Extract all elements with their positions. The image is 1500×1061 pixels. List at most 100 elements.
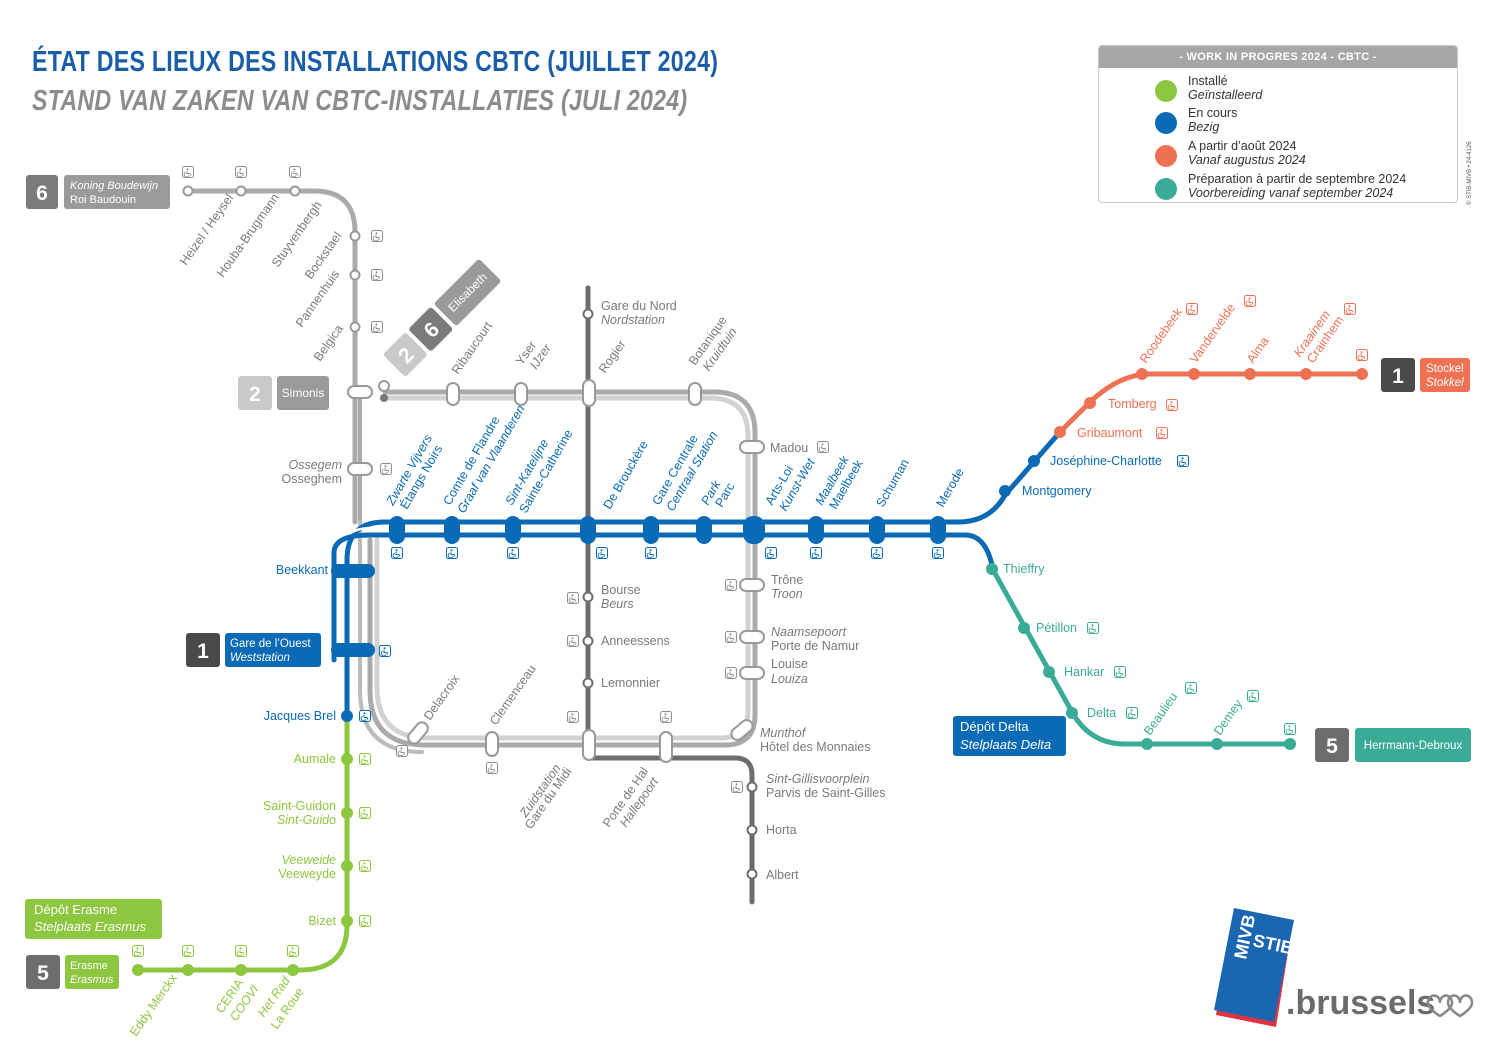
station-label: Hankar [1064, 665, 1104, 679]
line-1-stockel-branch [1058, 371, 1362, 434]
terminus-line5-west: 5 Erasme Erasmus [26, 955, 119, 989]
station-label: Rogier [596, 338, 629, 376]
station-label: Albert [766, 868, 799, 882]
station-label: Jacques Brel [264, 709, 336, 723]
depot-name-fr: Dépôt Erasme [34, 902, 117, 917]
line-number: 1 [1392, 365, 1404, 388]
station-label: Montgomery [1022, 484, 1092, 498]
terminus-name-fr: Gare de l’Ouest [230, 638, 311, 650]
station-label: Merode [933, 466, 966, 510]
terminus-name-nl: Koning Boudewijn [70, 180, 158, 192]
depot-name-fr: Dépôt Delta [960, 719, 1029, 734]
wheelchair-icons-teal [1087, 622, 1296, 735]
station-label: Eddy Merckx [127, 971, 180, 1039]
terminus-line2-simonis: 2 Simonis [238, 376, 329, 410]
station-label: Anneessens [601, 634, 670, 648]
station-label: Bizet [308, 914, 336, 928]
legend-label-fr: Installé [1188, 74, 1228, 88]
station-label: Thieffry [1003, 562, 1045, 576]
legend-label-nl: Vanaf augustus 2024 [1188, 153, 1306, 167]
station-label: Madou [770, 441, 808, 455]
depot-delta: Dépôt Delta Stelplaats Delta [953, 716, 1066, 756]
terminus-name: Herrmann-Debroux [1364, 740, 1463, 752]
simonis-dark-marker [380, 394, 388, 402]
line-number: 1 [197, 640, 209, 663]
legend-label-fr: En cours [1188, 106, 1238, 120]
green-station-labels: Aumale Saint-Guidon Sint-Guido Veeweide … [127, 752, 337, 1039]
depot-erasme: Dépôt Erasme Stelplaats Erasmus [25, 899, 162, 939]
station-label: Demey [1211, 697, 1246, 738]
depot-name-nl: Stelplaats Delta [960, 737, 1051, 752]
station-label: Horta [766, 823, 797, 837]
teal-station-markers [986, 563, 1296, 750]
station-label: Parvis de Saint-Gilles [766, 786, 886, 800]
terminus-name-fr: Roi Baudouin [70, 194, 136, 206]
terminus-name: Simonis [282, 386, 325, 400]
orange-station-markers [1054, 368, 1368, 438]
logo-brussels: .brussels [1286, 984, 1435, 1022]
station-label: Roodebeek [1137, 305, 1186, 366]
terminus-line5-east: 5 Herrmann-Debroux [1315, 728, 1471, 762]
station-label: Beekkant [276, 563, 329, 577]
station-label: Ossegem [289, 458, 343, 472]
station-label: Veeweide [282, 853, 336, 867]
line-number: 5 [1326, 735, 1338, 758]
terminus-name-nl: Stokkel [1426, 377, 1464, 389]
legend-dot-from-august [1155, 145, 1177, 167]
station-label: Delta [1087, 706, 1116, 720]
station-label: Tomberg [1108, 397, 1157, 411]
station-label: Pannenhuis [293, 268, 342, 330]
station-label: Troon [771, 587, 803, 601]
heart-icon [1446, 994, 1474, 1018]
station-label: Trône [771, 573, 803, 587]
legend-label-nl: Voorbereiding vanaf september 2024 [1188, 186, 1394, 200]
station-label: Munthof [760, 726, 807, 740]
station-label: Aumale [294, 752, 336, 766]
station-label: Naamsepoort [771, 625, 847, 639]
lines-1-5-blue [331, 429, 1063, 719]
station-label: Joséphine-Charlotte [1050, 454, 1162, 468]
legend-dot-in-progress [1155, 112, 1177, 134]
station-label: Delacroix [421, 671, 463, 722]
legend-dot-installed [1155, 80, 1177, 102]
station-label: Nordstation [601, 313, 665, 327]
grey-station-markers [182, 185, 765, 763]
dark-grey-station-markers [582, 308, 758, 880]
terminus-line2-6-elisabeth: 2 6 Elisabeth [383, 259, 501, 377]
station-label: Alma [1244, 334, 1272, 365]
heart-icon [1426, 994, 1454, 1018]
station-label: Belgica [311, 322, 346, 364]
station-label: Porte de Namur [771, 639, 859, 653]
line-5-erasme-branch [138, 716, 350, 973]
station-label: Veeweyde [278, 867, 336, 881]
station-label: Gare du Nord [601, 299, 677, 313]
station-label: Saint-Guidon [263, 799, 336, 813]
station-label: Osseghem [282, 472, 342, 486]
depot-name-nl: Stelplaats Erasmus [34, 919, 146, 934]
station-label: Bourse [601, 583, 641, 597]
terminus-line1-east: 1 Stockel Stokkel [1381, 358, 1470, 392]
stib-mivb-logo: MIVB STIB .brussels [1214, 908, 1474, 1027]
terminus-name-nl: Erasmus [70, 974, 114, 986]
line-number: 6 [36, 182, 48, 205]
line-number: 5 [37, 962, 49, 985]
station-label: Beaulieu [1141, 690, 1180, 738]
legend-label-fr: A partir d’août 2024 [1188, 139, 1297, 153]
green-station-markers [132, 753, 353, 976]
legend-box: - WORK IN PROGRES 2024 - CBTC - Installé… [1098, 45, 1458, 203]
station-label: Gribaumont [1077, 426, 1143, 440]
station-label: Sint-Guido [277, 813, 336, 827]
station-label: Beurs [601, 597, 634, 611]
station-label: Ribaucourt [449, 319, 495, 377]
map-title-nl: STAND VAN ZAKEN VAN CBTC-INSTALLATIES (J… [32, 85, 688, 117]
terminus-name-fr: Erasme [70, 960, 108, 972]
station-label: Sint-Gillisvoorplein [766, 772, 870, 786]
station-label: Lemonnier [601, 676, 660, 690]
legend-dot-preparation [1155, 178, 1177, 200]
legend-label-nl: Geïnstalleerd [1188, 88, 1263, 102]
station-label: Clemenceau [487, 662, 539, 728]
legend-label-fr: Préparation à partir de septembre 2024 [1188, 172, 1407, 186]
terminus-name-nl: Weststation [230, 652, 290, 664]
station-label: De Brouckère [600, 438, 650, 511]
